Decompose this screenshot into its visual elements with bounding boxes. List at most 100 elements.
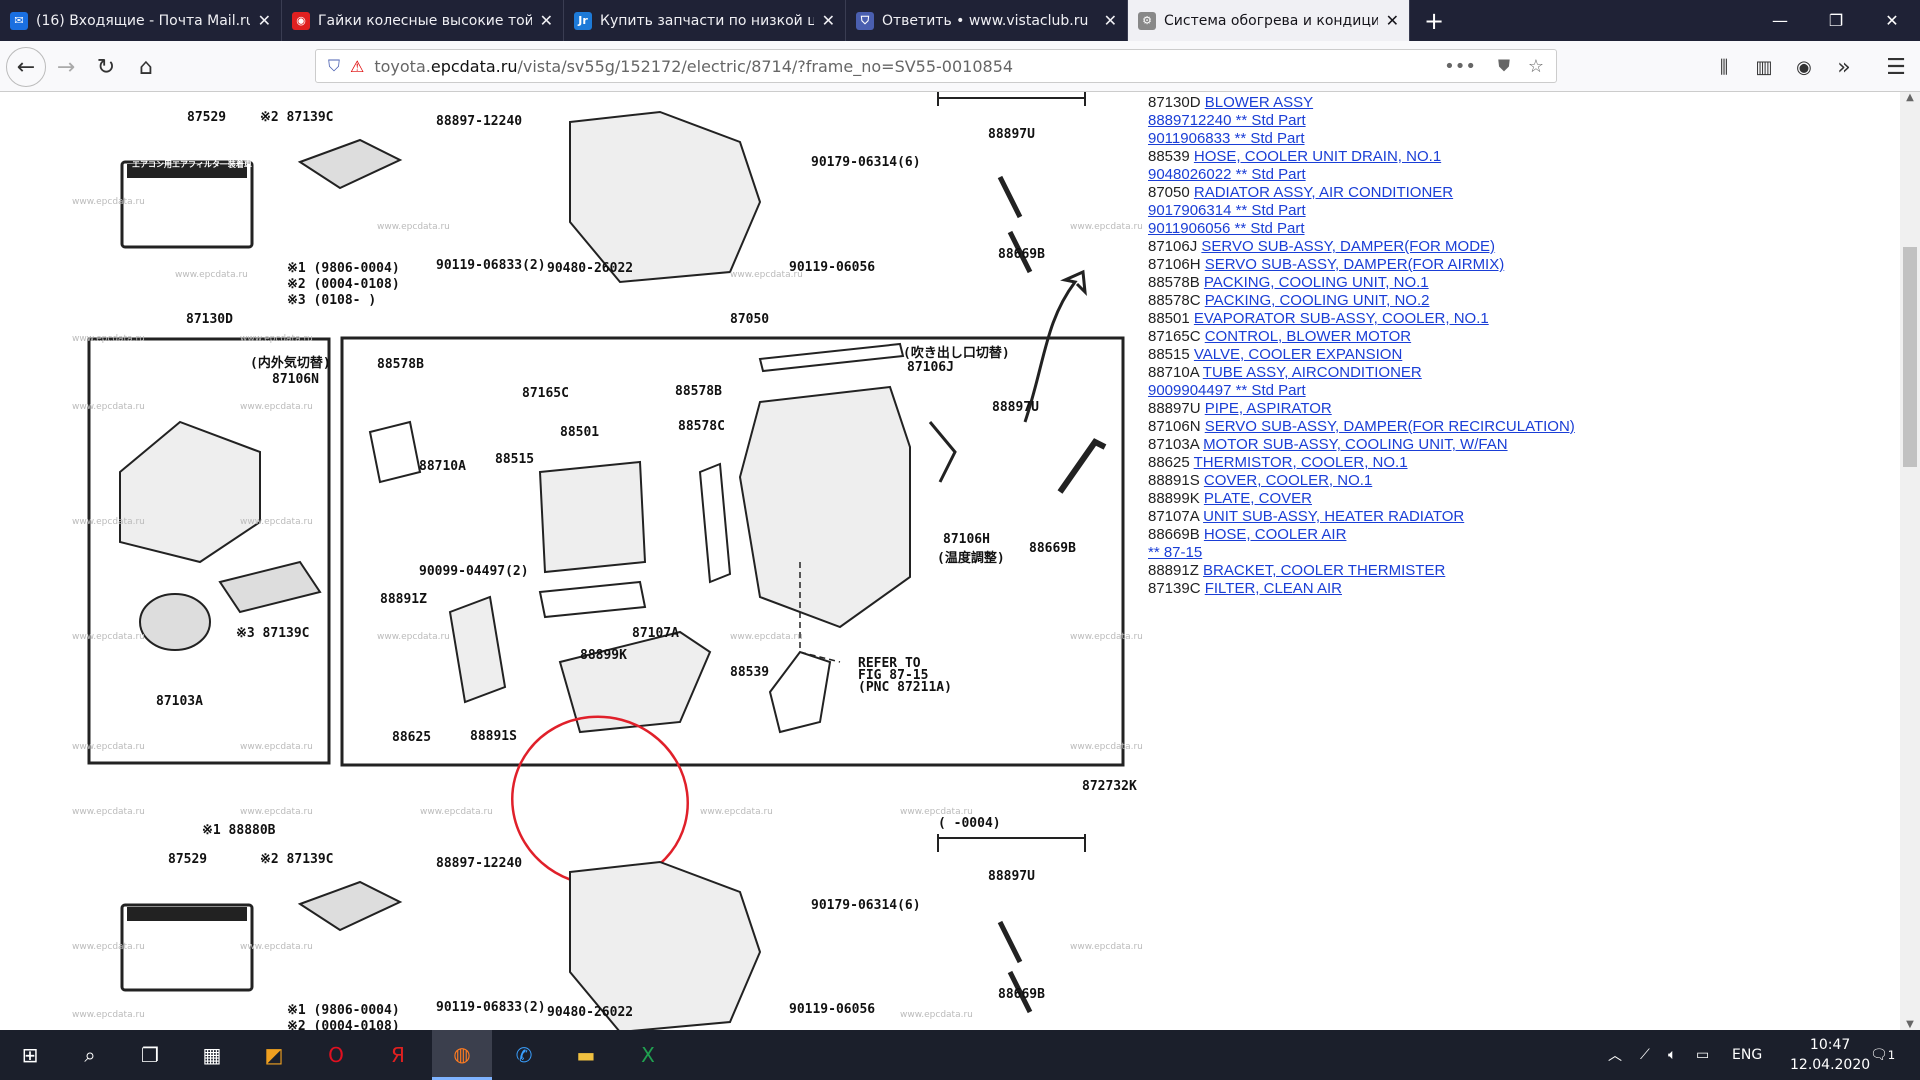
file-explorer-icon[interactable]: ▬ bbox=[576, 1043, 596, 1067]
calculator-icon[interactable]: ▦ bbox=[202, 1043, 222, 1067]
vertical-scrollbar[interactable]: ▲ ▼ bbox=[1900, 92, 1920, 1030]
part-link[interactable]: PIPE, ASPIRATOR bbox=[1204, 400, 1332, 417]
close-tab-icon[interactable]: ✕ bbox=[257, 11, 271, 30]
part-link[interactable]: 9017906314 ** Std Part bbox=[1148, 202, 1306, 219]
navigation-toolbar: ← → ↻ ⌂ ⛉ ⚠ toyota.epcdata.ru/vista/sv55… bbox=[0, 41, 1920, 92]
page-actions-icon[interactable]: ••• bbox=[1444, 55, 1476, 77]
part-link[interactable]: 8889712240 ** Std Part bbox=[1148, 112, 1306, 129]
part-link[interactable]: SERVO SUB-ASSY, DAMPER(FOR RECIRCULATION… bbox=[1204, 418, 1575, 435]
forward-button[interactable]: → bbox=[56, 54, 76, 80]
back-button[interactable]: ← bbox=[6, 47, 46, 87]
tab[interactable]: ⚙Система обогрева и кондиционирования✕ bbox=[1128, 0, 1410, 41]
close-tab-icon[interactable]: ✕ bbox=[1103, 11, 1117, 30]
diagram-callout: 87107A bbox=[632, 626, 679, 641]
diagram-callout: ※2 87139C bbox=[260, 852, 334, 867]
url-bar[interactable]: ⛉ ⚠ toyota.epcdata.ru/vista/sv55g/152172… bbox=[315, 49, 1557, 83]
task-view-icon[interactable]: ❐ bbox=[141, 1043, 159, 1067]
part-link[interactable]: ** 87-15 bbox=[1148, 544, 1203, 561]
part-link[interactable]: RADIATOR ASSY, AIR CONDITIONER bbox=[1193, 184, 1454, 201]
url-prefix: toyota. bbox=[374, 56, 431, 76]
insecure-lock-icon[interactable]: ⚠ bbox=[350, 56, 365, 76]
tracking-shield-icon[interactable]: ⛉ bbox=[328, 56, 341, 75]
yandex-browser-icon[interactable]: Я bbox=[391, 1043, 405, 1067]
bookmark-star-icon[interactable]: ☆ bbox=[1527, 55, 1544, 77]
opera-icon[interactable]: O bbox=[328, 1043, 344, 1067]
part-link[interactable]: TUBE ASSY, AIRCONDITIONER bbox=[1202, 364, 1422, 381]
part-link[interactable]: BRACKET, COOLER THERMISTER bbox=[1203, 562, 1446, 579]
diagram-callout: 88669B bbox=[998, 247, 1045, 262]
scroll-down-icon[interactable]: ▼ bbox=[1906, 1019, 1914, 1030]
excel-icon[interactable]: X bbox=[641, 1043, 655, 1067]
part-link[interactable]: 9011906833 ** Std Part bbox=[1148, 130, 1305, 147]
part-link[interactable]: CONTROL, BLOWER MOTOR bbox=[1204, 328, 1412, 345]
close-window-button[interactable]: ✕ bbox=[1885, 11, 1899, 30]
part-link[interactable]: SERVO SUB-ASSY, DAMPER(FOR MODE) bbox=[1201, 238, 1496, 255]
watermark: www.epcdata.ru bbox=[72, 942, 145, 952]
sidebar-icon[interactable]: ▥ bbox=[1755, 56, 1773, 78]
diagram-callout: 90480-26022 bbox=[547, 1005, 634, 1020]
scrollbar-thumb[interactable] bbox=[1903, 247, 1917, 467]
library-icon[interactable]: ⫼ bbox=[1719, 56, 1729, 78]
watermark: www.epcdata.ru bbox=[72, 1010, 145, 1020]
part-link[interactable]: THERMISTOR, COOLER, NO.1 bbox=[1193, 454, 1408, 471]
tab[interactable]: ⛉Ответить • www.vistaclub.ru✕ bbox=[846, 0, 1128, 41]
part-link[interactable]: HOSE, COOLER UNIT DRAIN, NO.1 bbox=[1193, 148, 1442, 165]
part-link[interactable]: MOTOR SUB-ASSY, COOLING UNIT, W/FAN bbox=[1203, 436, 1508, 453]
start-button[interactable]: ⊞ bbox=[21, 1043, 39, 1067]
part-link[interactable]: BLOWER ASSY bbox=[1204, 94, 1314, 111]
home-button[interactable]: ⌂ bbox=[139, 54, 153, 80]
close-tab-icon[interactable]: ✕ bbox=[821, 11, 835, 30]
phone-app-icon[interactable]: ✆ bbox=[515, 1043, 533, 1067]
overflow-menu-icon[interactable]: » bbox=[1837, 54, 1851, 80]
jr-icon: Jr bbox=[574, 11, 592, 30]
watermark: www.epcdata.ru bbox=[72, 632, 145, 642]
url-domain: epcdata.ru bbox=[430, 56, 518, 76]
part-link[interactable]: VALVE, COOLER EXPANSION bbox=[1193, 346, 1403, 363]
part-link[interactable]: FILTER, CLEAN AIR bbox=[1204, 580, 1342, 597]
diagram-callout: 88897U bbox=[988, 869, 1035, 884]
part-code: 88515 bbox=[1148, 346, 1190, 363]
volume-icon[interactable]: 🔈︎ bbox=[1668, 1047, 1677, 1063]
diagram-callout: 90119-06056 bbox=[789, 1002, 876, 1017]
close-tab-icon[interactable]: ✕ bbox=[539, 11, 553, 30]
watermark: www.epcdata.ru bbox=[72, 402, 145, 412]
close-tab-icon[interactable]: ✕ bbox=[1385, 11, 1399, 30]
battery-icon[interactable]: ▭ bbox=[1696, 1047, 1710, 1063]
pocket-icon[interactable]: ⛊ bbox=[1497, 56, 1510, 75]
part-link[interactable]: 9011906056 ** Std Part bbox=[1148, 220, 1305, 237]
search-icon[interactable]: ⌕ bbox=[84, 1043, 96, 1067]
hamburger-menu-icon[interactable]: ☰ bbox=[1886, 54, 1906, 80]
part-link[interactable]: HOSE, COOLER AIR bbox=[1203, 526, 1347, 543]
new-tab-button[interactable]: + bbox=[1424, 6, 1445, 35]
scroll-up-icon[interactable]: ▲ bbox=[1906, 92, 1914, 103]
part-link[interactable]: 9009904497 ** Std Part bbox=[1148, 382, 1306, 399]
part-link[interactable]: PLATE, COVER bbox=[1203, 490, 1312, 507]
account-icon[interactable]: ◉ bbox=[1796, 56, 1812, 78]
show-hidden-icons[interactable]: ︿ bbox=[1608, 1048, 1622, 1064]
network-icon[interactable]: ⟋ bbox=[1640, 1047, 1650, 1063]
part-link[interactable]: 9048026022 ** Std Part bbox=[1148, 166, 1306, 183]
tab[interactable]: ◉Гайки колесные высокие тойота✕ bbox=[282, 0, 564, 41]
part-link[interactable]: SERVO SUB-ASSY, DAMPER(FOR AIRMIX) bbox=[1204, 256, 1505, 273]
clock-time: 10:47 bbox=[1809, 1037, 1851, 1053]
firefox-icon[interactable]: ◍ bbox=[432, 1030, 492, 1080]
part-link[interactable]: COVER, COOLER, NO.1 bbox=[1203, 472, 1373, 489]
tab[interactable]: ✉(16) Входящие - Почта Mail.ru✕ bbox=[0, 0, 282, 41]
language-indicator[interactable]: ENG bbox=[1732, 1047, 1763, 1063]
outlook-icon[interactable]: ◩ bbox=[264, 1043, 284, 1067]
clock[interactable]: 10:47 12.04.2020 bbox=[1790, 1030, 1870, 1080]
minimize-button[interactable]: — bbox=[1772, 11, 1788, 30]
part-link[interactable]: EVAPORATOR SUB-ASSY, COOLER, NO.1 bbox=[1193, 310, 1489, 327]
diagram-callout: ※1 88880B bbox=[202, 823, 276, 838]
part-link[interactable]: UNIT SUB-ASSY, HEATER RADIATOR bbox=[1203, 508, 1465, 525]
watermark: www.epcdata.ru bbox=[1070, 632, 1143, 642]
restore-button[interactable]: ❐ bbox=[1828, 11, 1844, 30]
part-link[interactable]: PACKING, COOLING UNIT, NO.1 bbox=[1203, 274, 1429, 291]
diagram-callout: ※2 87139C bbox=[260, 110, 334, 125]
part-row: 88899K PLATE, COVER bbox=[1148, 490, 1575, 508]
part-link[interactable]: PACKING, COOLING UNIT, NO.2 bbox=[1204, 292, 1430, 309]
action-center-icon[interactable]: 🗨︎1 bbox=[1870, 1047, 1896, 1063]
reload-button[interactable]: ↻ bbox=[96, 54, 116, 80]
